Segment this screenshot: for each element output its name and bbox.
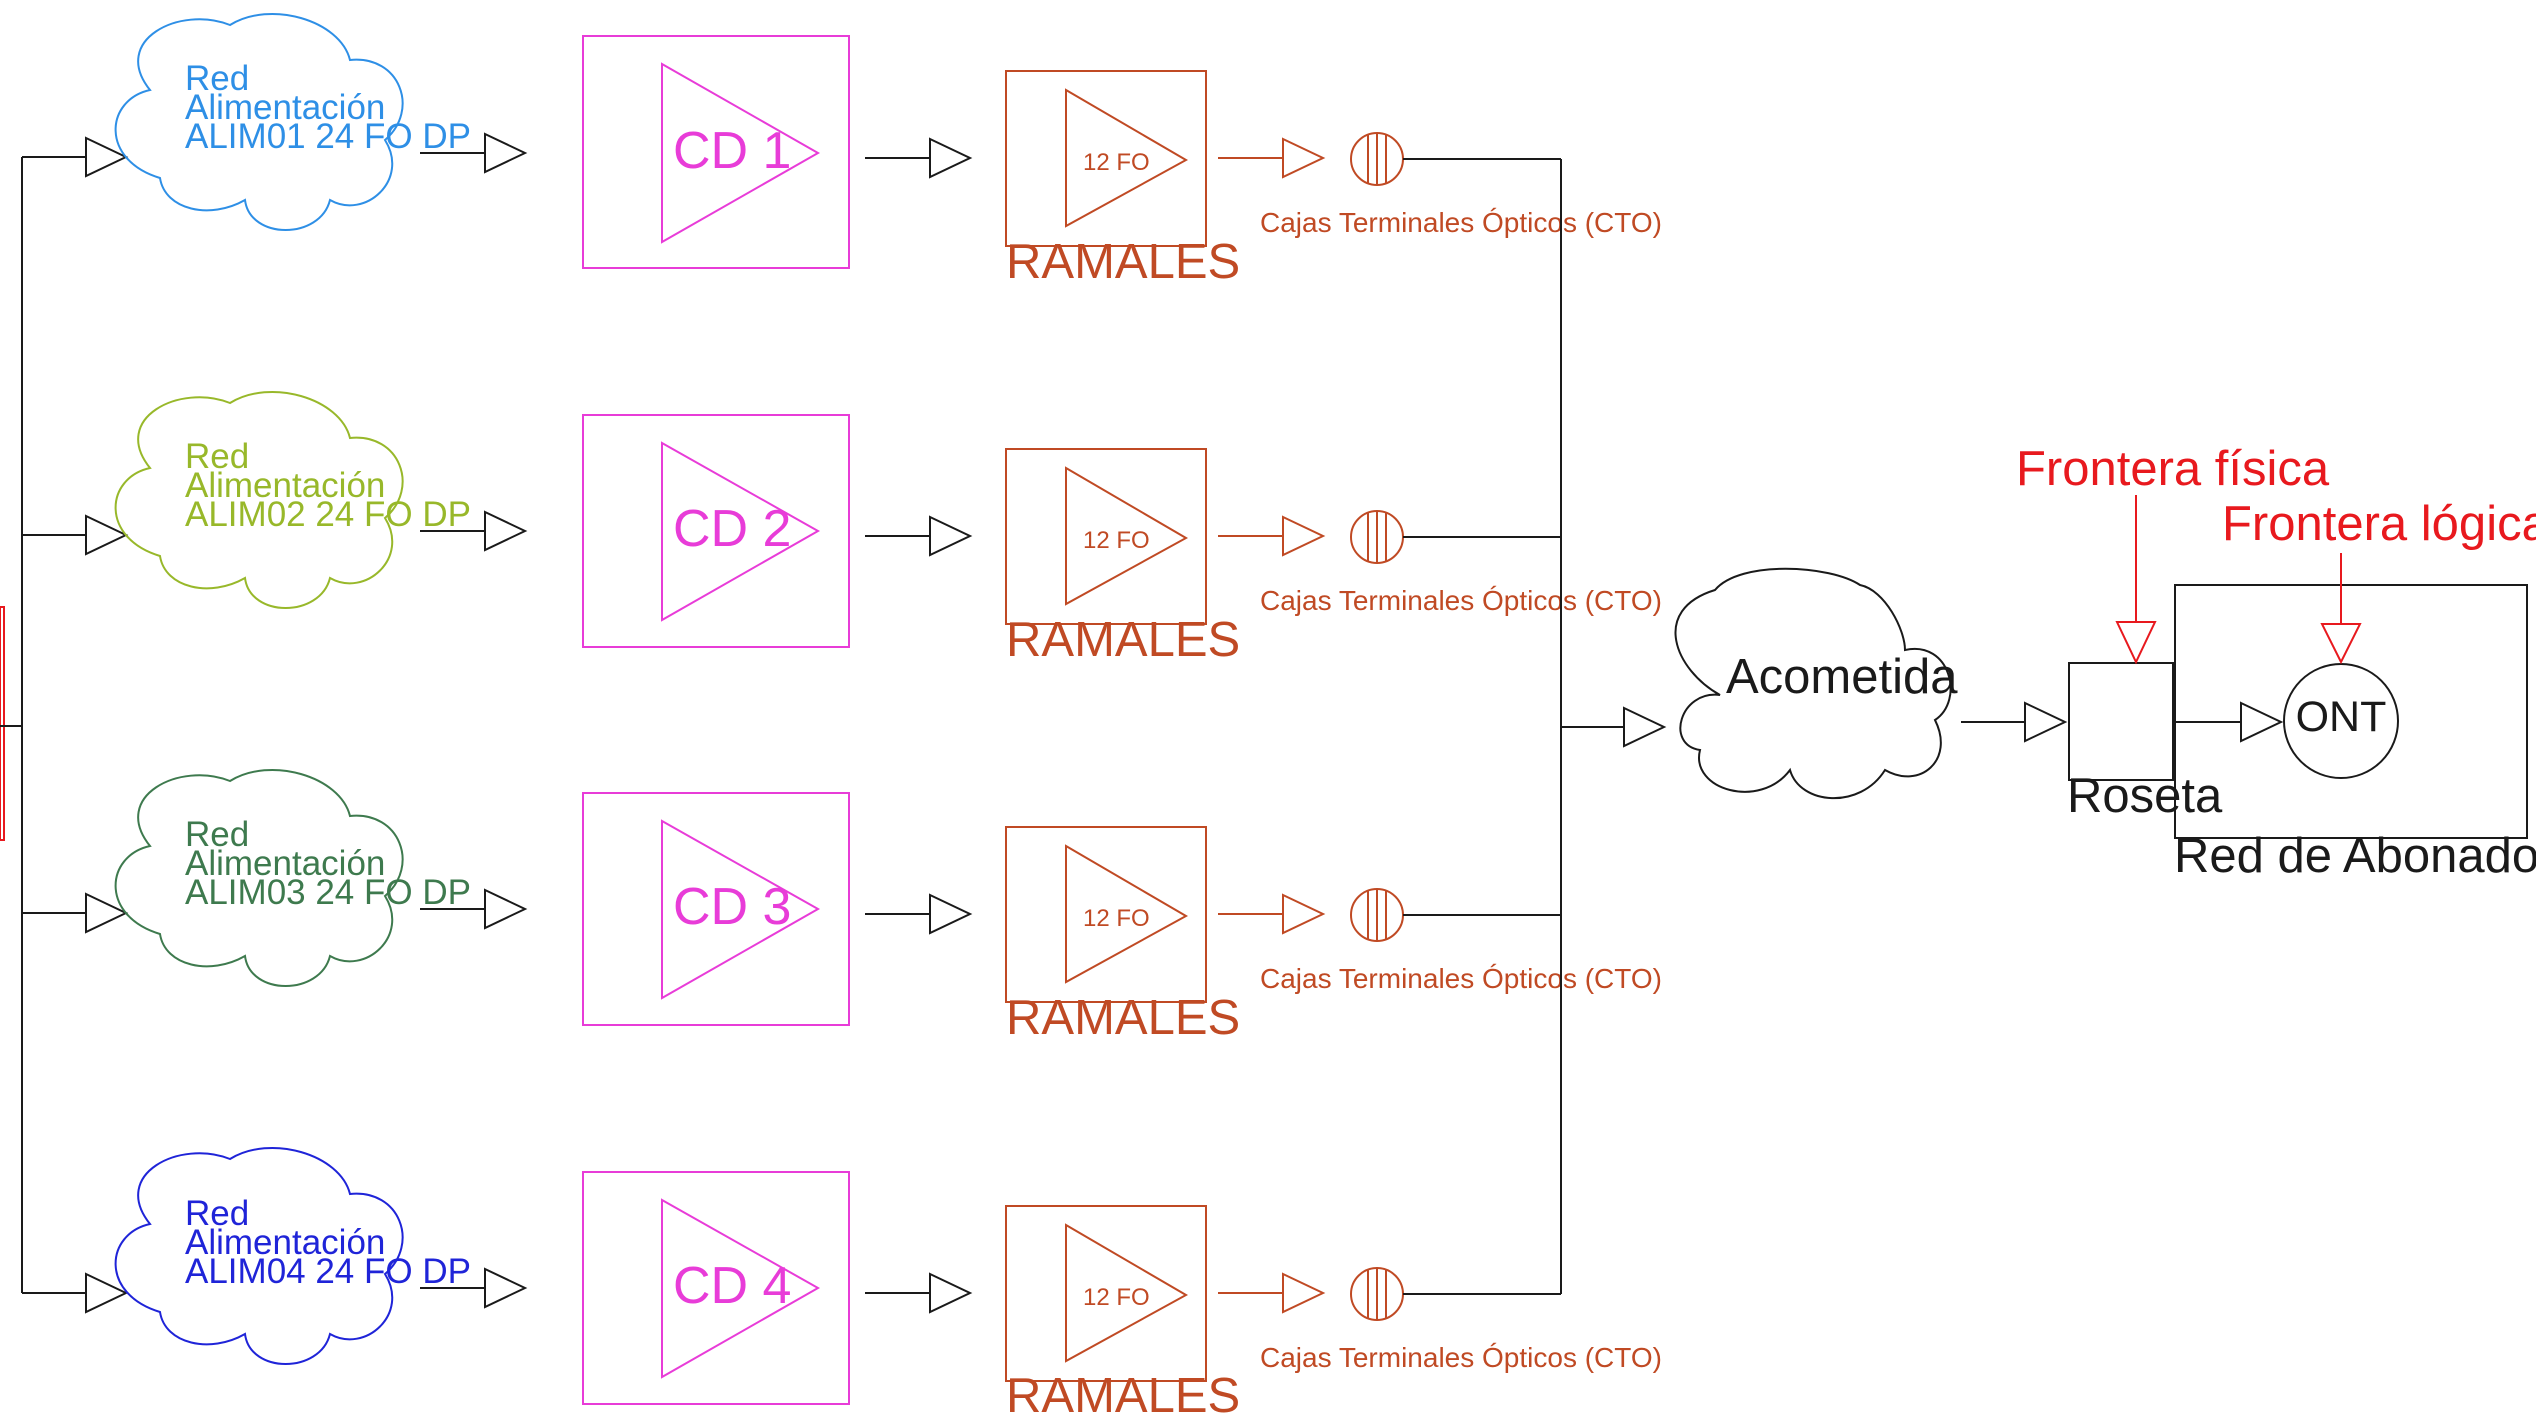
frontera-logica-label: Frontera lógica <box>2222 497 2536 551</box>
arrow-icon <box>2024 701 2068 743</box>
ramal-label-1: RAMALES <box>1006 235 1240 289</box>
collector <box>1560 159 1667 1294</box>
cd-splitter-4 <box>661 1198 821 1379</box>
feeder-1-line2: Alimentación <box>185 88 385 127</box>
cd-label-3: CD 3 <box>673 878 791 936</box>
ramal-label-3: RAMALES <box>1006 991 1240 1045</box>
cd-box-3 <box>582 792 850 1026</box>
feeder-row-2: Red Alimentación ALIM02 24 FO DP CD 2 12… <box>22 390 1662 667</box>
cd-box-4 <box>582 1171 850 1405</box>
cd-label-4: CD 4 <box>673 1257 791 1315</box>
arrow-icon <box>484 510 528 552</box>
ramal-label-4: RAMALES <box>1006 1369 1240 1415</box>
cd-box-2 <box>582 414 850 648</box>
arrow-icon <box>85 136 129 178</box>
ramal-splitter-3 <box>1065 844 1189 984</box>
ramal-label-2: RAMALES <box>1006 613 1240 667</box>
feeder-4-line3: ALIM04 24 FO DP <box>185 1252 471 1291</box>
roseta-label: Roseta <box>2067 769 2223 823</box>
ramal-splitter-4 <box>1065 1223 1189 1363</box>
arrow-icon <box>1282 137 1326 179</box>
arrow-icon <box>1282 515 1326 557</box>
cd-splitter-2 <box>661 441 821 622</box>
cto-label-1: Cajas Terminales Ópticos (CTO) <box>1260 207 1662 238</box>
cd-splitter-1 <box>661 62 821 244</box>
acometida-label: Acometida <box>1726 650 1958 704</box>
feeder-1-line1: Red <box>185 59 249 98</box>
cto-label-4: Cajas Terminales Ópticos (CTO) <box>1260 1342 1662 1373</box>
feeder-cloud-4 <box>114 1146 404 1365</box>
arrow-down-icon <box>2320 623 2362 665</box>
red-abonado-box <box>2174 584 2528 839</box>
fo-label-2: 12 FO <box>1083 527 1150 554</box>
arrow-icon <box>1282 893 1326 935</box>
feeder-cloud-2 <box>114 390 404 609</box>
cd-box-1 <box>582 35 850 269</box>
cd-label-2: CD 2 <box>673 500 791 558</box>
ramal-box-4 <box>1005 1205 1207 1382</box>
ramal-box-2 <box>1005 448 1207 625</box>
frontier-logical: Frontera lógica <box>2222 497 2536 665</box>
arrow-icon <box>1282 1272 1326 1314</box>
arrow-icon <box>85 514 129 556</box>
input-marker <box>0 606 5 841</box>
feeder-4-line2: Alimentación <box>185 1223 385 1262</box>
red-abonado-label: Red de Abonado <box>2174 829 2536 883</box>
feeder-cloud-3 <box>114 768 404 987</box>
ont-label: ONT <box>2296 693 2387 741</box>
arrow-down-icon <box>2115 621 2157 665</box>
frontera-fisica-label: Frontera física <box>2016 442 2330 496</box>
acometida-cloud <box>1674 567 1952 800</box>
roseta-box <box>2068 662 2174 781</box>
arrow-icon <box>85 1272 129 1314</box>
feeder-row-4: Red Alimentación ALIM04 24 FO DP CD 4 12… <box>22 1146 1662 1415</box>
fo-label-4: 12 FO <box>1083 1284 1150 1311</box>
arrow-icon <box>484 132 528 174</box>
cd-splitter-3 <box>661 819 821 1000</box>
feeder-cloud-1 <box>114 12 404 231</box>
arrow-icon <box>929 515 973 557</box>
feeder-3-line2: Alimentación <box>185 844 385 883</box>
feeder-4-line1: Red <box>185 1194 249 1233</box>
ramal-box-3 <box>1005 826 1207 1003</box>
arrow-icon <box>2240 701 2284 743</box>
feeder-3-line1: Red <box>185 815 249 854</box>
ramal-box-1 <box>1005 70 1207 247</box>
feeder-row-3: Red Alimentación ALIM03 24 FO DP CD 3 12… <box>22 768 1662 1045</box>
cto-label-3: Cajas Terminales Ópticos (CTO) <box>1260 963 1662 994</box>
arrow-icon <box>929 1272 973 1314</box>
arrow-icon <box>929 137 973 179</box>
arrow-icon <box>484 888 528 930</box>
arrow-icon <box>929 893 973 935</box>
arrow-icon <box>1623 706 1667 748</box>
ramal-splitter-1 <box>1065 88 1189 228</box>
feeder-3-line3: ALIM03 24 FO DP <box>185 873 471 912</box>
cd-label-1: CD 1 <box>673 122 791 180</box>
left-trunk <box>0 157 23 1293</box>
ramal-splitter-2 <box>1065 466 1189 606</box>
feeder-2-line1: Red <box>185 437 249 476</box>
frontier-physical: Frontera física <box>2016 442 2330 665</box>
feeder-2-line2: Alimentación <box>185 466 385 505</box>
feeder-row-1: Red Alimentación ALIM01 24 FO DP CD 1 12… <box>22 12 1662 289</box>
feeder-1-line3: ALIM01 24 FO DP <box>185 117 471 156</box>
cto-label-2: Cajas Terminales Ópticos (CTO) <box>1260 585 1662 616</box>
feeder-2-line3: ALIM02 24 FO DP <box>185 495 471 534</box>
arrow-icon <box>484 1267 528 1309</box>
fo-label-1: 12 FO <box>1083 149 1150 176</box>
fo-label-3: 12 FO <box>1083 905 1150 932</box>
arrow-icon <box>85 892 129 934</box>
